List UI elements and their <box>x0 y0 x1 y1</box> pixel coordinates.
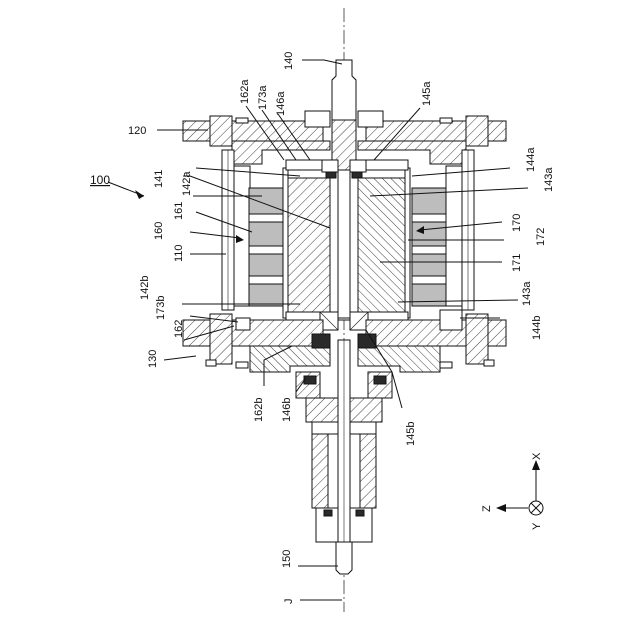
coordinate-indicator: X Z Y <box>481 452 543 530</box>
label-146a: 146a <box>275 91 287 116</box>
label-161: 161 <box>173 202 185 220</box>
label-120: 120 <box>128 125 146 137</box>
label-150: 150 <box>281 550 293 568</box>
label-145b: 145b <box>405 422 417 446</box>
shaft-140 <box>332 60 356 318</box>
label-142b: 142b <box>139 276 151 300</box>
stator-core-left <box>249 188 283 306</box>
label-110: 110 <box>173 244 185 262</box>
stator-core-right <box>412 188 446 306</box>
z-axis-arrow <box>496 504 506 512</box>
label-162: 162 <box>173 320 185 338</box>
label-172: 172 <box>535 228 547 246</box>
label-146b: 146b <box>281 398 293 422</box>
arrow-100 <box>135 190 144 199</box>
lower-extension-150 <box>296 340 392 574</box>
label-143a-bottom: 143a <box>521 281 533 306</box>
label-141: 141 <box>153 170 165 188</box>
label-142a: 142a <box>181 171 193 196</box>
label-100: 100 <box>90 173 110 187</box>
label-160: 160 <box>153 222 165 240</box>
x-axis-arrow <box>532 460 540 470</box>
label-144b: 144b <box>531 316 543 340</box>
label-162b: 162b <box>253 398 265 422</box>
label-144a: 144a <box>525 147 537 172</box>
label-140: 140 <box>283 52 295 70</box>
label-171: 171 <box>511 254 523 272</box>
label-173b: 173b <box>155 296 167 320</box>
axis-label-x: X <box>531 452 543 460</box>
axis-label-y: Y <box>531 522 543 530</box>
label-145a: 145a <box>421 81 433 106</box>
label-170: 170 <box>511 214 523 232</box>
label-162a: 162a <box>239 79 251 104</box>
label-130: 130 <box>147 350 159 368</box>
label-173a: 173a <box>257 85 269 110</box>
axis-label-z: Z <box>481 505 493 512</box>
label-axis-J: J <box>283 599 295 605</box>
label-143a-top: 143a <box>543 167 555 192</box>
